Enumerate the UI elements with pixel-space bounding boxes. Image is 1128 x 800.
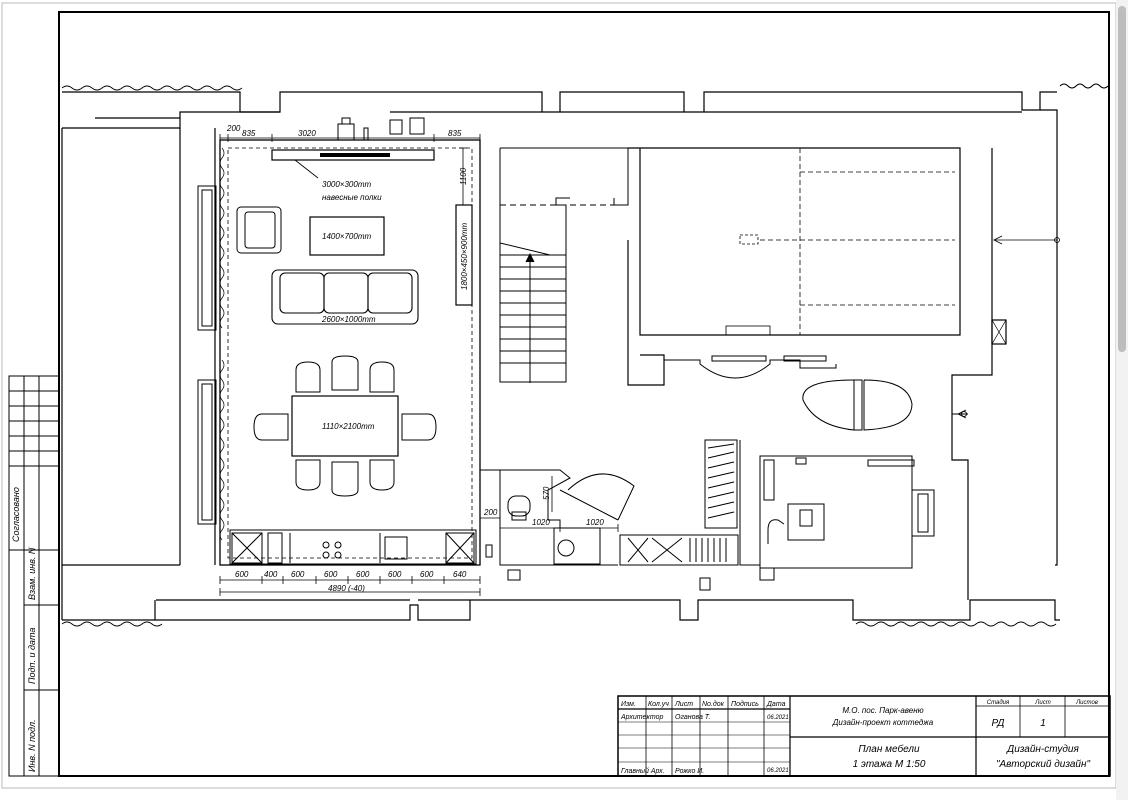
dim-top-4: 835 bbox=[448, 129, 462, 138]
shelves-size: 3000×300mm bbox=[322, 180, 371, 189]
dim-top-2: 835 bbox=[242, 129, 256, 138]
tb-studio-line1: Дизайн-студия bbox=[1006, 744, 1079, 755]
dim-bottom-4: 600 bbox=[324, 570, 338, 579]
stamp-replace-inv: Взам. инв. N bbox=[27, 547, 37, 600]
tb-sheets-label: Листов bbox=[1075, 700, 1098, 706]
dim-toilet: 570 bbox=[542, 486, 551, 500]
terrain-lines bbox=[61, 83, 1109, 627]
dim-total: 4890 (-40) bbox=[328, 584, 365, 593]
tb-sheet-label: Лист bbox=[1034, 700, 1050, 706]
kitchen-counter bbox=[229, 529, 477, 565]
tb-header-date: Дата bbox=[766, 701, 786, 708]
tb-header-count: Кол.уч bbox=[648, 701, 669, 708]
bathroom bbox=[479, 469, 635, 581]
living-room bbox=[197, 117, 481, 566]
tb-chief-date: 06.2021 bbox=[767, 768, 789, 774]
dim-bottom-3: 600 bbox=[291, 570, 305, 579]
stamp-agreed: Согласовано bbox=[11, 487, 21, 542]
dim-bottom-7: 600 bbox=[420, 570, 434, 579]
plan-labels: 200 835 3020 835 1100 3000×300mm навесны… bbox=[226, 124, 604, 593]
stamp-orig-inv: Инв. N подл. bbox=[27, 719, 37, 772]
sofa bbox=[271, 269, 419, 325]
tb-header-change: Изм. bbox=[621, 701, 636, 708]
dim-right-side: 1100 bbox=[459, 167, 468, 185]
tb-sheet-title1: План мебели bbox=[858, 743, 920, 755]
dim-bottom-2: 400 bbox=[264, 570, 278, 579]
side-stamp bbox=[8, 375, 60, 777]
dim-bottom-8: 640 bbox=[453, 570, 467, 579]
garage bbox=[627, 147, 1060, 386]
dim-bottom-1: 600 bbox=[235, 570, 249, 579]
tb-project-line1: М.О. пос. Парк-авеню bbox=[842, 706, 923, 715]
dim-top-3: 3020 bbox=[298, 129, 316, 138]
coffee-table bbox=[309, 216, 385, 256]
vertical-scrollbar[interactable] bbox=[1116, 0, 1128, 800]
cabinet-size: 1800×450×900mm bbox=[460, 223, 469, 291]
tb-architect-date: 06.2021 bbox=[767, 715, 789, 721]
tb-chief-name: Рожко И. bbox=[675, 768, 704, 775]
stamp-sign-date: Подп. и дата bbox=[27, 628, 37, 684]
title-block bbox=[617, 695, 1111, 777]
dim-wall: 200 bbox=[483, 508, 498, 517]
dimension-lines bbox=[219, 134, 619, 596]
utility-room bbox=[739, 440, 935, 581]
tb-chief-role: Главный Арх. bbox=[621, 767, 665, 775]
tb-stage-value: РД bbox=[992, 718, 1005, 729]
tb-header-signature: Подпись bbox=[731, 700, 759, 708]
staircase bbox=[499, 147, 629, 383]
scrollbar-thumb[interactable] bbox=[1118, 6, 1126, 352]
dining-chairs bbox=[253, 355, 437, 497]
dim-top-1: 200 bbox=[226, 124, 241, 133]
tb-header-sheet: Лист bbox=[674, 701, 693, 708]
tb-architect-role: Архитектор bbox=[620, 714, 663, 721]
sofa-size: 2600×1000mm bbox=[321, 315, 376, 324]
windows-left bbox=[197, 185, 217, 525]
dining-table-size: 1110×2100mm bbox=[322, 422, 375, 431]
exterior-walls bbox=[61, 91, 1060, 621]
dim-door-2: 1020 bbox=[586, 518, 604, 527]
tb-sheet-value: 1 bbox=[1040, 718, 1046, 729]
hall bbox=[664, 355, 968, 431]
hanging-shelves bbox=[271, 149, 435, 161]
dim-bottom-6: 600 bbox=[388, 570, 402, 579]
armchair bbox=[236, 206, 282, 254]
shelves-label: навесные полки bbox=[322, 193, 382, 202]
wardrobe bbox=[619, 439, 739, 591]
tb-project-line2: Дизайн-проект коттеджа bbox=[832, 718, 934, 727]
dim-bottom-5: 600 bbox=[356, 570, 370, 579]
tb-sheet-title2: 1 этажа М 1:50 bbox=[853, 759, 926, 770]
tb-header-docno: No.док bbox=[702, 700, 725, 708]
dining-table bbox=[291, 395, 399, 457]
dim-door-1: 1020 bbox=[532, 518, 550, 527]
coffee-table-size: 1400×700mm bbox=[322, 232, 371, 241]
tb-stage-label: Стадия bbox=[987, 700, 1010, 706]
tb-architect-name: Оганова Т. bbox=[675, 714, 710, 721]
tb-studio-line2: "Авторский дизайн" bbox=[996, 759, 1091, 770]
